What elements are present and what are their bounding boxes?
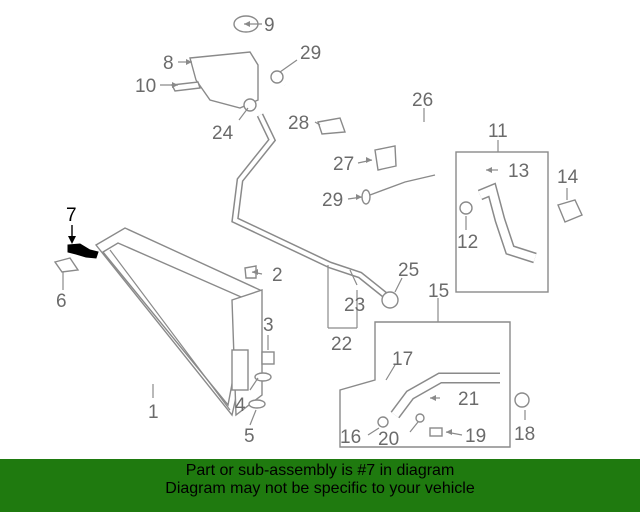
- radiator: [94, 227, 263, 417]
- callout-12: 12: [457, 232, 478, 253]
- parts-diagram: 1 2 3 4 5 6 7 8 9 10 11 12 13 14 15 16 1…: [53, 15, 583, 450]
- callout-20: 20: [378, 429, 399, 450]
- banner-line-1: Part or sub-assembly is #7 in diagram: [185, 462, 455, 479]
- small-parts: [53, 70, 583, 409]
- callout-5: 5: [244, 426, 255, 447]
- callout-22: 22: [331, 334, 352, 355]
- callout-13: 13: [508, 161, 529, 182]
- callout-27: 27: [333, 154, 354, 175]
- group-box-11: [455, 151, 549, 293]
- banner-line-2: Diagram may not be specific to your vehi…: [165, 480, 475, 497]
- callout-29-top: 29: [300, 43, 321, 64]
- callout-17: 17: [392, 349, 413, 370]
- callout-8: 8: [163, 53, 174, 74]
- callout-14: 14: [557, 167, 579, 188]
- group-box-15: [339, 321, 511, 448]
- callout-23: 23: [344, 295, 365, 316]
- callout-18: 18: [514, 424, 535, 445]
- callout-7: 7: [66, 205, 77, 226]
- callout-24: 24: [212, 123, 234, 144]
- callout-3: 3: [263, 315, 274, 336]
- callout-10: 10: [135, 76, 156, 97]
- callout-19: 19: [465, 426, 486, 447]
- part-7-highlight: [67, 243, 99, 259]
- expansion-tank: [189, 15, 259, 109]
- callout-16: 16: [340, 427, 361, 448]
- callout-1: 1: [148, 402, 159, 423]
- callout-6: 6: [56, 291, 67, 312]
- callout-28: 28: [288, 113, 309, 134]
- callout-26: 26: [412, 90, 433, 111]
- callout-9: 9: [264, 15, 275, 36]
- info-banner: Part or sub-assembly is #7 in diagram Di…: [0, 459, 640, 512]
- arrowheads: [172, 21, 492, 435]
- callout-4: 4: [235, 395, 246, 416]
- callout-labels: 1 2 3 4 5 6 7 8 9 10 11 12 13 14 15 16 1…: [56, 15, 579, 450]
- callout-2: 2: [272, 265, 283, 286]
- callout-15: 15: [428, 281, 449, 302]
- callout-11: 11: [488, 121, 508, 142]
- callout-25: 25: [398, 260, 419, 281]
- callout-29-mid: 29: [322, 190, 343, 211]
- callout-21: 21: [458, 389, 479, 410]
